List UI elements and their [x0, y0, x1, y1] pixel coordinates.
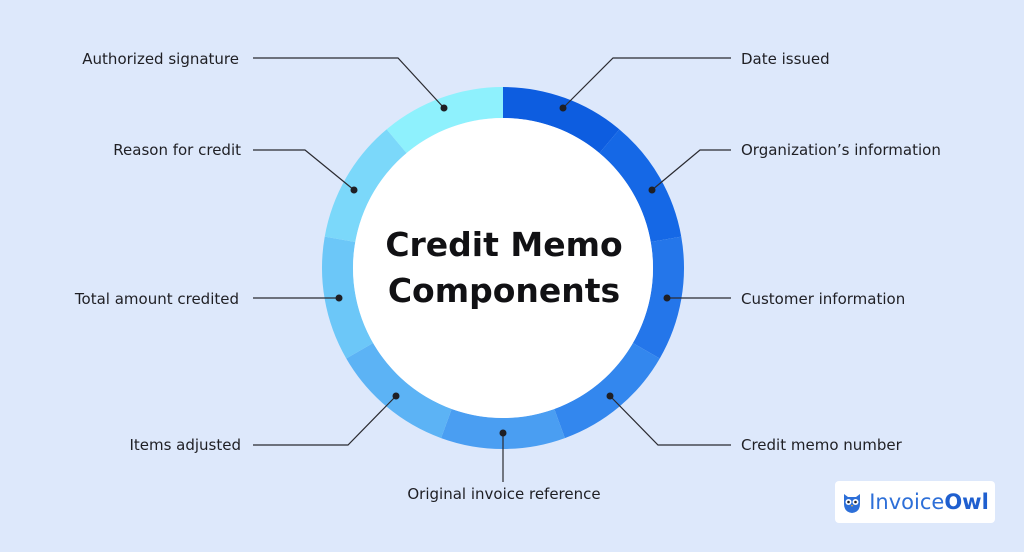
- leader-dot: [335, 294, 343, 302]
- label-total-amount-credited: Total amount credited: [74, 290, 239, 308]
- ring-segment: [346, 343, 452, 439]
- title-line-1: Credit Memo: [385, 225, 623, 264]
- ring-segment: [503, 87, 620, 154]
- ring-segment: [599, 129, 682, 242]
- leader-dot: [648, 186, 656, 194]
- title-line-2: Components: [387, 271, 621, 310]
- label-authorized-signature: Authorized signature: [82, 50, 239, 68]
- ring-segment: [324, 129, 407, 242]
- label-reason-for-credit: Reason for credit: [113, 141, 241, 159]
- label-organization-information: Organization’s information: [741, 141, 941, 159]
- label-items-adjusted: Items adjusted: [129, 436, 241, 454]
- ring-segment: [554, 343, 660, 439]
- leader-line: [253, 395, 397, 446]
- component-ring: [322, 87, 684, 449]
- brand-logo: InvoiceOwl: [835, 481, 995, 523]
- diagram-title: Credit Memo Components: [354, 222, 654, 314]
- label-date-issued: Date issued: [741, 50, 830, 68]
- label-credit-memo-number: Credit memo number: [741, 436, 902, 454]
- leader-dot: [663, 294, 671, 302]
- leader-line: [609, 395, 731, 446]
- ring-segment: [386, 87, 503, 154]
- leader-lines: [253, 57, 731, 482]
- leader-dot: [606, 392, 614, 400]
- leader-dot: [350, 186, 358, 194]
- leader-dot: [392, 392, 400, 400]
- leader-line: [253, 149, 355, 191]
- leader-line: [651, 149, 731, 191]
- label-original-invoice-reference: Original invoice reference: [407, 485, 601, 503]
- leader-dot: [559, 104, 567, 112]
- brand-name-part1: Invoice: [869, 490, 945, 514]
- leader-line: [562, 57, 731, 109]
- brand-name: InvoiceOwl: [869, 490, 989, 514]
- ring-segment: [632, 236, 684, 359]
- label-customer-information: Customer information: [741, 290, 906, 308]
- leader-line: [253, 57, 445, 109]
- ring-segment: [322, 236, 374, 359]
- leader-dot: [440, 104, 448, 112]
- ring-segment: [441, 408, 565, 449]
- brand-name-part2: Owl: [944, 490, 989, 514]
- center-disc: [353, 118, 653, 418]
- owl-icon: [844, 494, 861, 513]
- leader-dot: [499, 429, 507, 437]
